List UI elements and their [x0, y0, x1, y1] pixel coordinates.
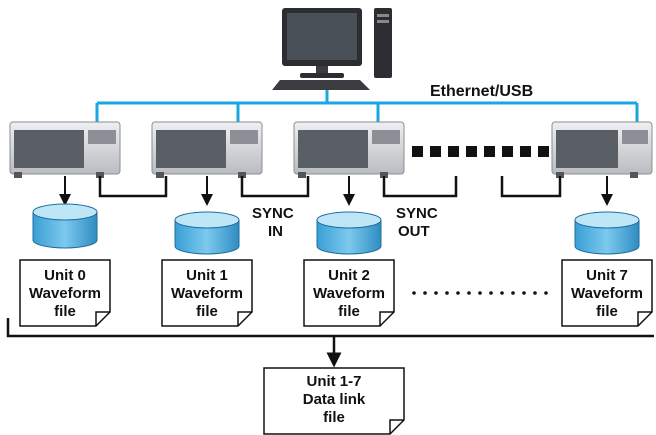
storage-arrows	[59, 176, 613, 206]
sync-out-label-line1: SYNC	[396, 205, 438, 222]
file-label-line3: file	[338, 303, 360, 320]
file-label-line2: Waveform	[171, 285, 243, 302]
document-icon	[263, 367, 405, 435]
instrument-unit-2	[293, 121, 405, 178]
file-label-line2: Waveform	[571, 285, 643, 302]
file-label-line3: file	[596, 303, 618, 320]
waveform-file-unit-7: Unit 7 Waveform file	[561, 259, 653, 327]
disk-unit-7	[574, 211, 640, 255]
document-icon	[303, 259, 395, 327]
network-lines	[95, 90, 639, 125]
datalink-label-line3: file	[323, 409, 345, 426]
disk-unit-0	[32, 203, 98, 249]
instrument-unit-7	[551, 121, 653, 178]
computer-monitor-icon	[282, 8, 362, 78]
datalink-file: Unit 1-7 Data link file	[263, 367, 405, 435]
sync-out-label-line2: OUT	[398, 223, 430, 240]
instrument-ellipsis	[412, 146, 549, 157]
sync-in-label-line1: SYNC	[252, 205, 294, 222]
network-label: Ethernet/USB	[430, 83, 533, 100]
document-icon	[161, 259, 253, 327]
file-label-line3: file	[54, 303, 76, 320]
instrument-icon	[151, 121, 263, 178]
computer	[272, 8, 392, 90]
instrument-unit-1	[151, 121, 263, 178]
sync-lines	[98, 176, 562, 198]
file-label-line1: Unit 1	[186, 267, 228, 284]
sync-in-label-line2: IN	[268, 223, 283, 240]
waveform-file-unit-1: Unit 1 Waveform file	[161, 259, 253, 327]
database-disk-icon	[32, 203, 98, 249]
file-label-line1: Unit 7	[586, 267, 628, 284]
disk-unit-2	[316, 211, 382, 255]
file-label-line1: Unit 2	[328, 267, 370, 284]
pc-tower-icon	[374, 8, 392, 78]
disk-unit-1	[174, 211, 240, 255]
database-disk-icon	[574, 211, 640, 255]
datalink-label-line2: Data link	[303, 391, 366, 408]
waveform-file-unit-2: Unit 2 Waveform file	[303, 259, 395, 327]
document-icon	[19, 259, 111, 327]
file-label-line2: Waveform	[313, 285, 385, 302]
file-ellipsis	[412, 291, 548, 295]
instrument-icon	[551, 121, 653, 178]
instrument-unit-0	[9, 121, 121, 178]
instrument-icon	[9, 121, 121, 178]
file-label-line1: Unit 0	[44, 267, 86, 284]
database-disk-icon	[316, 211, 382, 255]
database-disk-icon	[174, 211, 240, 255]
datalink-label-line1: Unit 1-7	[306, 373, 361, 390]
waveform-file-unit-0: Unit 0 Waveform file	[19, 259, 111, 327]
instrument-icon	[293, 121, 405, 178]
datalink-bracket	[6, 318, 654, 368]
keyboard-icon	[272, 80, 370, 90]
file-label-line3: file	[196, 303, 218, 320]
file-label-line2: Waveform	[29, 285, 101, 302]
document-icon	[561, 259, 653, 327]
